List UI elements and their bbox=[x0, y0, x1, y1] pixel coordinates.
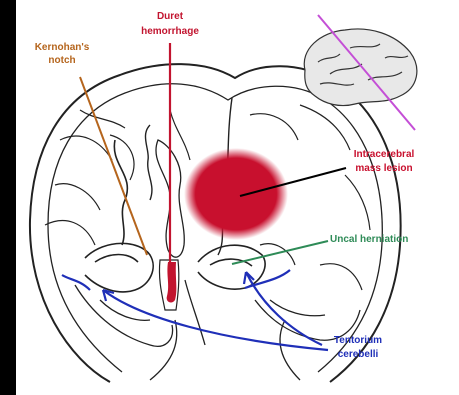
label-mass-line1: Intracerebral bbox=[354, 149, 415, 160]
tentorium-arrows bbox=[103, 272, 328, 350]
label-kernohan: Kernohan's notch bbox=[35, 42, 90, 66]
posterior-fossa bbox=[75, 280, 360, 380]
label-uncal-line1: Uncal herniation bbox=[330, 234, 408, 245]
brain-lateral-view-icon bbox=[304, 29, 417, 106]
label-tentorium: Tentorium cerebelli bbox=[334, 335, 382, 360]
intracerebral-mass-lesion bbox=[184, 148, 288, 240]
uncal-pointer bbox=[232, 241, 328, 264]
kernohan-pointer bbox=[80, 77, 147, 255]
label-kernohan-line2: notch bbox=[48, 55, 75, 66]
label-duret-line1: Duret bbox=[157, 11, 184, 22]
label-duret: Duret hemorrhage bbox=[141, 11, 199, 37]
label-mass: Intracerebral mass lesion bbox=[354, 149, 415, 174]
label-mass-line2: mass lesion bbox=[355, 163, 412, 174]
label-tentorium-line2: cerebelli bbox=[338, 349, 379, 360]
label-tentorium-line1: Tentorium bbox=[334, 335, 382, 346]
label-uncal: Uncal herniation bbox=[330, 234, 408, 245]
label-kernohan-line1: Kernohan's bbox=[35, 42, 90, 53]
label-duret-line2: hemorrhage bbox=[141, 26, 199, 37]
